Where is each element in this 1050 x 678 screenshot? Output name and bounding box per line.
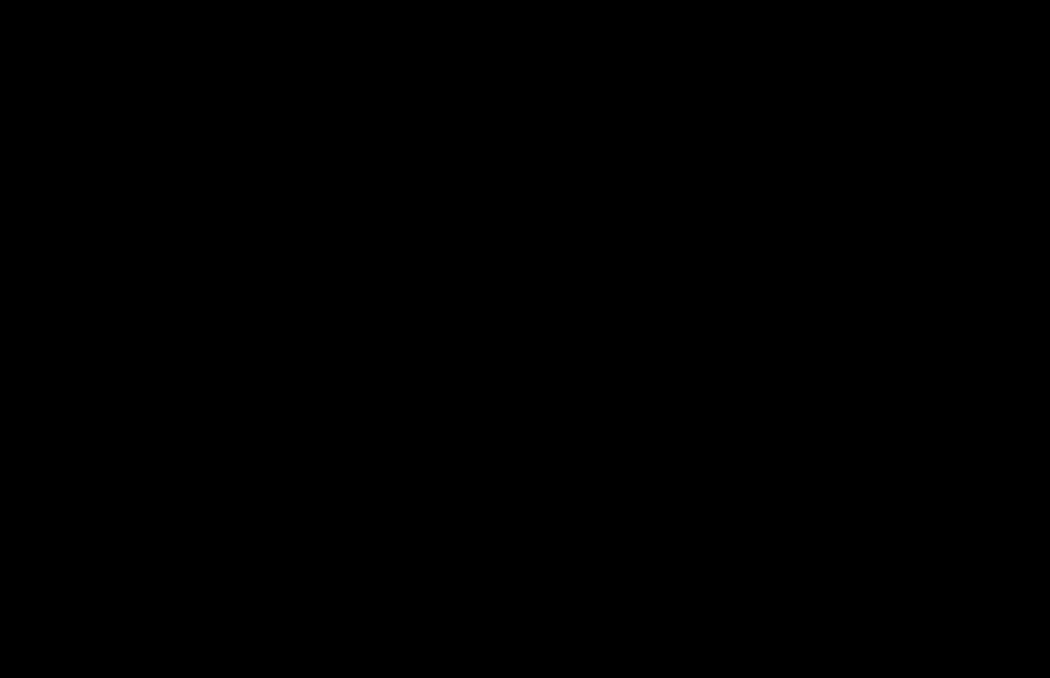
org-chart bbox=[0, 0, 1050, 678]
slide-canvas bbox=[0, 0, 1050, 678]
